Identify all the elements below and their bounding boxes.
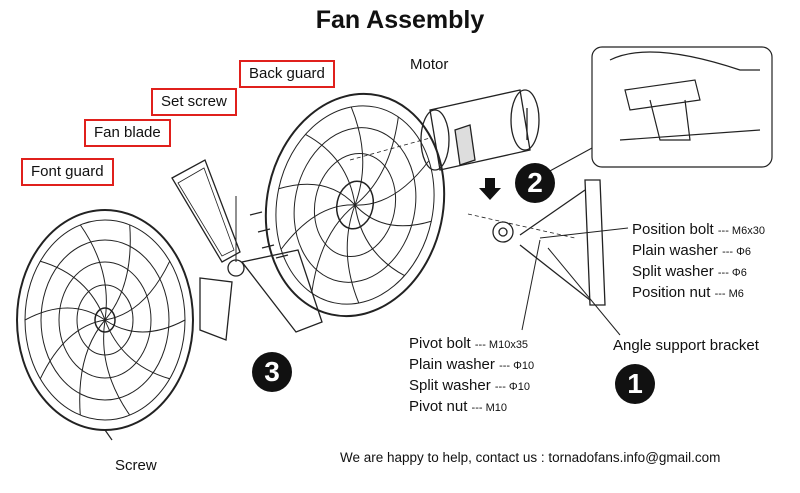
guard-spoke (278, 183, 356, 206)
guard-spoke (305, 133, 356, 206)
screw-label: Screw (115, 457, 157, 474)
hardware-item: Plain washer --- Φ10 (409, 355, 534, 376)
position-hardware-list: Position bolt --- M6x30 Plain washer ---… (632, 220, 765, 304)
hardware-item: Split washer --- Φ10 (409, 376, 534, 397)
step-3-badge: 3 (252, 352, 292, 392)
down-arrow (479, 178, 501, 200)
hardware-name: Pivot nut (409, 398, 468, 415)
hardware-item: Split washer --- Φ6 (632, 262, 765, 283)
angle-support-bracket-drawing (492, 179, 606, 306)
hardware-spec: --- M10 (471, 402, 507, 414)
guard-spoke (39, 319, 106, 379)
motor-drawing (420, 89, 540, 171)
hardware-spec: --- M6x30 (717, 225, 765, 237)
hardware-spec: --- M6 (714, 288, 744, 300)
inset-detail (591, 46, 773, 168)
hardware-name: Pivot bolt (409, 335, 471, 352)
contact-note: We are happy to help, contact us : torna… (340, 450, 721, 465)
guard-spoke (104, 261, 171, 321)
back-guard-drawing (264, 92, 446, 318)
hardware-name: Split washer (409, 377, 491, 394)
guard-spoke (104, 224, 131, 321)
fan-blade-drawing (171, 159, 323, 341)
hardware-name: Split washer (632, 263, 714, 280)
guard-spoke (24, 307, 106, 321)
leader-lines (521, 147, 629, 336)
step-1-badge: 1 (615, 364, 655, 404)
hardware-spec: --- Φ6 (717, 267, 747, 279)
guard-spoke (104, 319, 170, 380)
hardware-name: Position nut (632, 284, 711, 301)
hardware-item: Pivot bolt --- M10x35 (409, 334, 534, 355)
guard-spoke (354, 116, 399, 206)
guard-spoke (354, 204, 405, 277)
guard-spoke (354, 160, 430, 206)
set-screw-label: Set screw (151, 88, 237, 116)
front-guard-drawing (16, 209, 194, 431)
hardware-name: Position bolt (632, 221, 714, 238)
hardware-item: Pivot nut --- M10 (409, 397, 534, 418)
hardware-item: Position bolt --- M6x30 (632, 220, 765, 241)
guard-spoke (346, 204, 360, 304)
hardware-spec: --- Φ10 (494, 381, 530, 393)
pivot-hardware-list: Pivot bolt --- M10x35 Plain washer --- Φ… (409, 334, 534, 418)
guard-spoke (104, 319, 186, 333)
guard-spoke (79, 319, 106, 416)
page-title: Fan Assembly (315, 6, 485, 34)
hardware-item: Position nut --- M6 (632, 283, 765, 304)
hardware-name: Plain washer (632, 242, 718, 259)
fan-blade-label: Fan blade (84, 119, 171, 147)
guard-spoke (354, 204, 432, 227)
back-guard-label: Back guard (239, 60, 335, 88)
alignment-lines (349, 137, 576, 239)
motor-label: Motor (410, 56, 449, 73)
guard-spoke (280, 204, 356, 250)
hardware-spec: --- Φ6 (722, 246, 752, 258)
hardware-item: Plain washer --- Φ6 (632, 241, 765, 262)
guard-spoke (79, 224, 107, 321)
hardware-name: Plain washer (409, 356, 495, 373)
font-guard-label: Font guard (21, 158, 114, 186)
hardware-spec: --- M10x35 (474, 339, 529, 351)
guard-spoke (40, 260, 106, 321)
guard-spoke (103, 319, 131, 416)
screws-drawing (104, 211, 289, 441)
hardware-spec: --- Φ10 (499, 360, 535, 372)
guard-spoke (350, 106, 364, 206)
angle-support-bracket-label: Angle support bracket (613, 337, 759, 354)
guard-spoke (311, 204, 356, 294)
step-2-badge: 2 (515, 163, 555, 203)
